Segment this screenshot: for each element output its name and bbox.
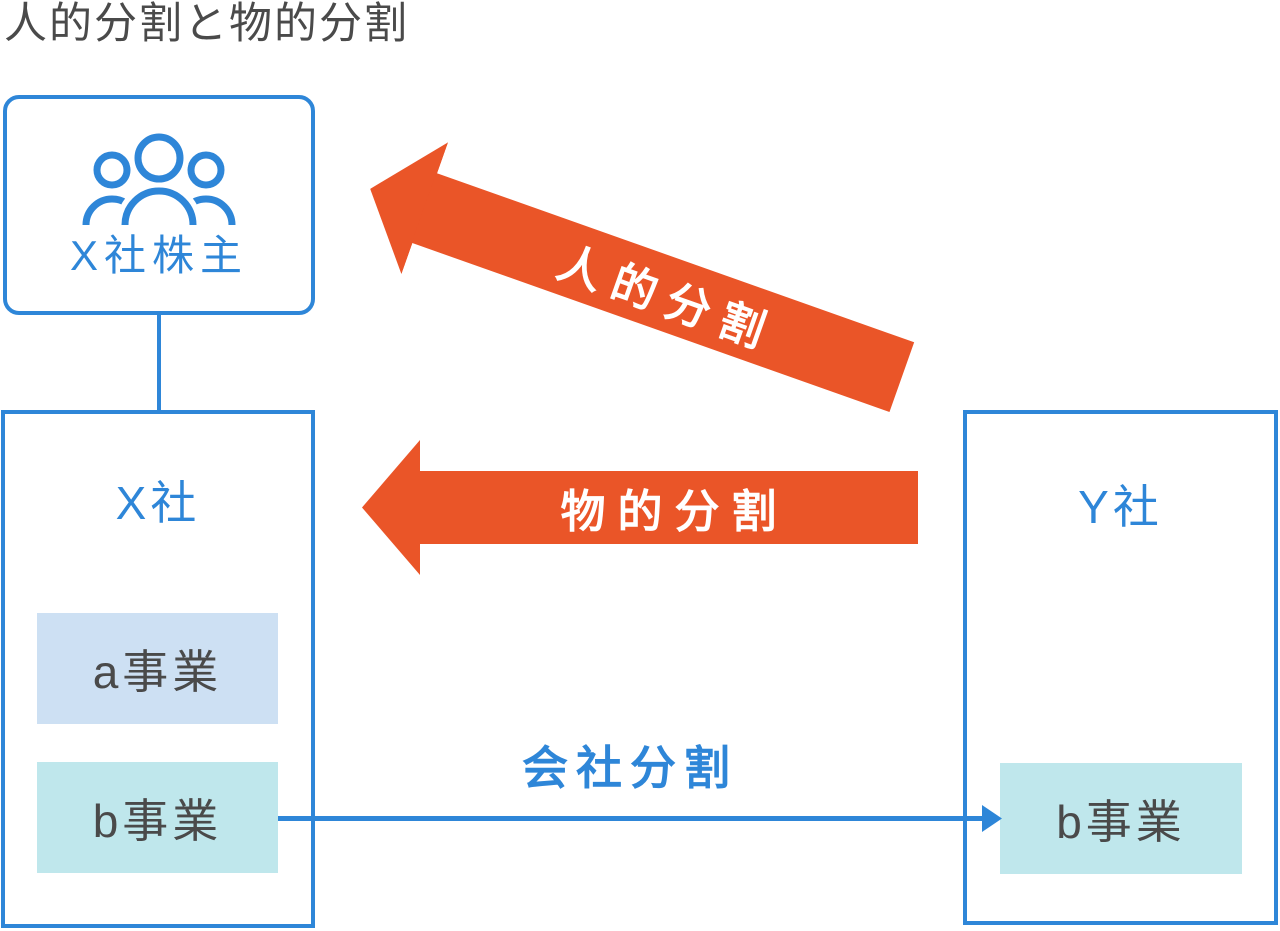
business-b-x-label: b事業: [92, 794, 223, 847]
company-split-label: 会社分割: [522, 742, 738, 794]
physical-split-arrowhead-icon: [362, 440, 420, 575]
physical-split-label: 物的分割: [419, 471, 918, 544]
company-y-label: Y社: [1078, 481, 1163, 533]
physical-split-arrow: 物的分割: [362, 440, 918, 575]
shareholders-connector-line: [157, 313, 161, 412]
shareholders-box: X社株主: [3, 95, 315, 315]
company-split-arrow-line: [278, 816, 984, 821]
business-b-x-box: b事業: [37, 762, 278, 873]
business-a-box: a事業: [37, 613, 278, 724]
business-b-y-label: b事業: [1056, 795, 1186, 848]
company-x-box: X社 a事業 b事業: [1, 410, 315, 928]
shareholders-label: X社株主: [69, 232, 248, 279]
page-title: 人的分割と物的分割: [4, 0, 409, 48]
personnel-split-arrow: 人的分割: [347, 123, 925, 443]
business-b-y-box: b事業: [1000, 763, 1242, 874]
company-y-box: Y社 b事業: [963, 410, 1278, 925]
business-a-label: a事業: [92, 645, 223, 698]
personnel-split-label: 人的分割: [411, 173, 915, 413]
company-x-label: X社: [115, 477, 201, 529]
people-group-icon: [82, 133, 236, 225]
